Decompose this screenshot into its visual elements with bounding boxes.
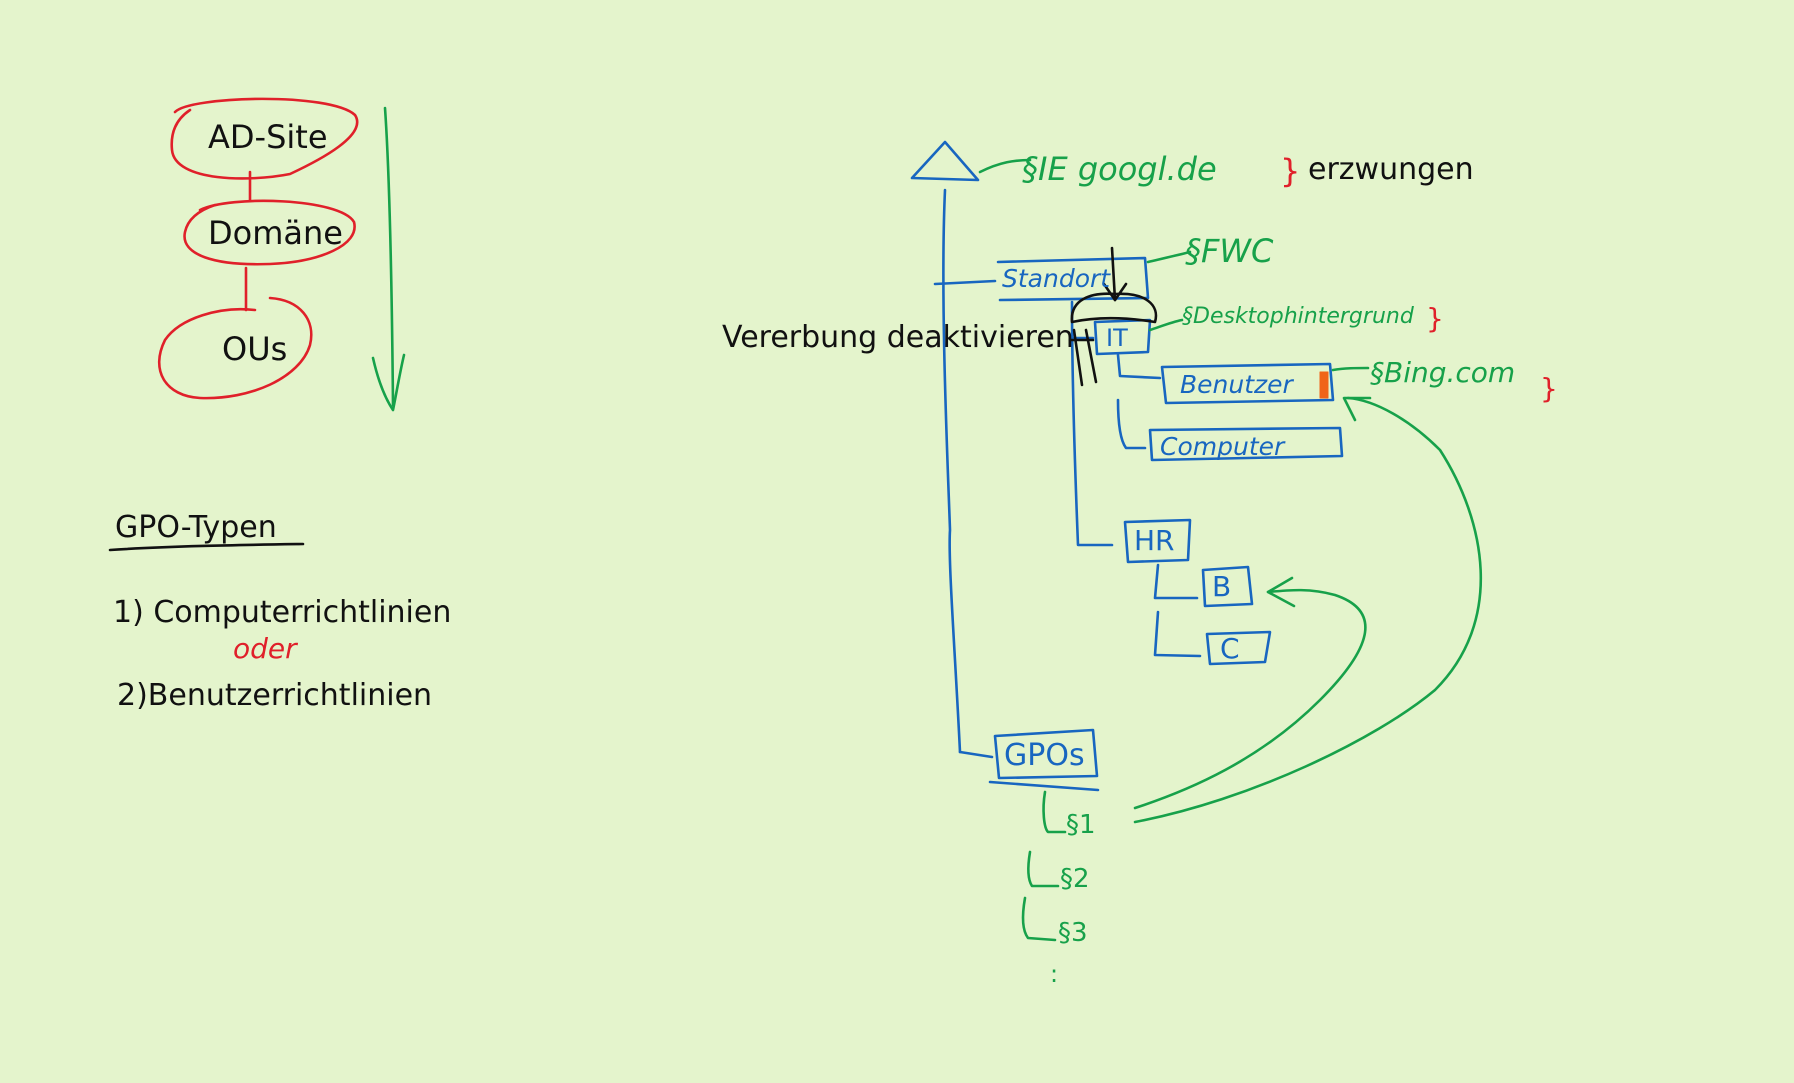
inheritance-label: Vererbung deaktivieren xyxy=(722,320,1074,355)
hr-trunk xyxy=(1153,563,1199,600)
policy-desktop: §Desktophintergrund xyxy=(1182,304,1414,329)
link-arrow-to-users xyxy=(1133,396,1483,824)
ou-standort: Standort xyxy=(1002,264,1111,293)
users-box xyxy=(1160,362,1335,405)
users-orange-marker xyxy=(1319,371,1329,399)
gpo-types-underline xyxy=(108,542,305,552)
gpo-more: : xyxy=(1050,960,1059,988)
ou-b: B xyxy=(1212,570,1232,603)
ou-hr: HR xyxy=(1134,524,1175,557)
gpo-item-1: §1 xyxy=(1066,810,1096,840)
gpo-item-3: §3 xyxy=(1058,918,1088,948)
link-arrow-to-b xyxy=(1133,588,1367,810)
ous-ellipse xyxy=(158,296,313,400)
policy-ie: §IE googl.de xyxy=(1022,150,1217,188)
ou-it: IT xyxy=(1106,324,1128,352)
enforced-label: erzwungen xyxy=(1308,152,1474,187)
block-down-arrow xyxy=(1110,246,1117,302)
gpo-item-2: §2 xyxy=(1060,864,1090,894)
policy-ie-close: } xyxy=(1280,152,1301,190)
ous-label: OUs xyxy=(222,330,288,368)
site-ellipse xyxy=(170,97,359,180)
fwc-link xyxy=(1146,250,1192,264)
inheritance-cap xyxy=(1070,292,1158,324)
gpo3-connector xyxy=(1021,896,1057,942)
gpo2-connector xyxy=(1026,850,1060,888)
gpos-underline xyxy=(988,780,1100,792)
ie-policy-link xyxy=(978,158,1032,174)
standort-trunk xyxy=(1070,300,1114,547)
gpos-connector xyxy=(958,750,994,759)
gpo-type-user: 2)Benutzerrichtlinien xyxy=(117,678,433,713)
block-down-arrowhead xyxy=(1102,282,1128,302)
hr-box xyxy=(1123,518,1192,564)
domain-ellipse xyxy=(183,199,356,266)
it-box xyxy=(1093,318,1152,356)
policy-bing-close: } xyxy=(1540,372,1558,405)
hierarchy-arrow xyxy=(383,106,395,407)
desktop-link xyxy=(1148,318,1184,332)
c-box xyxy=(1205,630,1272,666)
hierarchy-arrowhead xyxy=(371,353,406,412)
b-box xyxy=(1201,565,1254,608)
c-trunk xyxy=(1153,610,1202,658)
gpo-types-or: oder xyxy=(233,632,297,665)
block-bar-2 xyxy=(1084,328,1098,384)
domain-label: Domäne xyxy=(208,214,343,252)
gpos-label: GPOs xyxy=(1004,738,1085,773)
policy-fwc: §FWC xyxy=(1185,232,1274,270)
computer-box xyxy=(1148,426,1344,462)
standort-connector xyxy=(933,279,997,286)
bing-link xyxy=(1331,366,1370,372)
ou-computer: Computer xyxy=(1160,432,1285,461)
computer-connector xyxy=(1116,398,1147,450)
link-arrow-to-users-head xyxy=(1342,396,1372,422)
policy-desktop-close: } xyxy=(1426,302,1444,335)
gpo-types-heading: GPO-Typen xyxy=(115,510,277,545)
site-label: AD-Site xyxy=(208,118,328,156)
gpo-type-computer: 1) Computerrichtlinien xyxy=(113,595,452,630)
up-arrow-head xyxy=(910,140,980,182)
gpos-box xyxy=(993,728,1099,780)
up-arrow-shaft xyxy=(942,188,962,754)
standort-box xyxy=(996,256,1150,302)
link-arrow-to-b-head xyxy=(1266,576,1296,608)
ou-c: C xyxy=(1220,632,1240,665)
it-trunk xyxy=(1116,353,1162,380)
gpo1-connector xyxy=(1042,790,1067,834)
policy-bing: §Bing.com xyxy=(1370,356,1516,389)
ou-users: Benutzer xyxy=(1180,370,1293,399)
